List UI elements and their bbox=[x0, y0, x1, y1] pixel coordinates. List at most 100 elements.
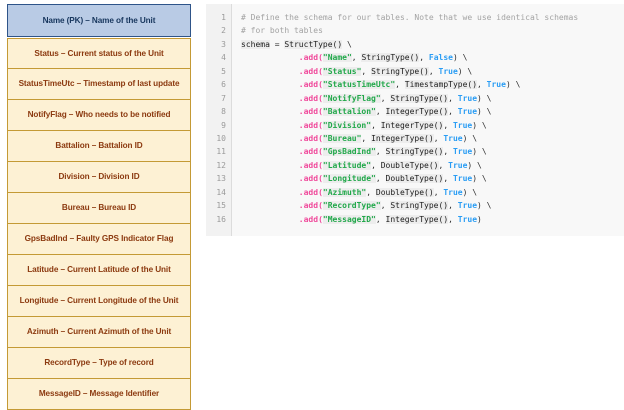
code-token-fn: .add( bbox=[298, 80, 323, 90]
schema-row-label: Azimuth – Current Azimuth of the Unit bbox=[26, 327, 172, 337]
code-line-number: 11 bbox=[216, 147, 226, 157]
code-token-plain: ) \ bbox=[472, 147, 487, 157]
code-token-plain: , bbox=[371, 120, 381, 130]
code-token-plain: ) \ bbox=[477, 201, 492, 211]
code-token-plain: = bbox=[269, 39, 285, 49]
code-line-number: 6 bbox=[221, 80, 226, 90]
code-token-type: DoubleType() bbox=[375, 187, 434, 197]
code-line: .add("Longitude", DoubleType(), True) \ bbox=[241, 172, 624, 185]
code-token-bool: True bbox=[448, 160, 468, 170]
code-token-bool: True bbox=[457, 93, 478, 103]
code-token-plain bbox=[241, 147, 299, 156]
code-token-type: IntegerType() bbox=[371, 133, 434, 143]
code-token-plain: , bbox=[375, 147, 386, 157]
code-token-plain: , bbox=[438, 160, 449, 170]
code-token-plain: , bbox=[443, 174, 453, 184]
code-token-plain: ) \ bbox=[472, 174, 487, 184]
code-token-type: IntegerType() bbox=[385, 214, 449, 224]
code-token-plain bbox=[241, 67, 299, 76]
code-token-fn: .add( bbox=[298, 187, 323, 197]
code-token-plain: , bbox=[448, 201, 458, 211]
code-token-str: "NotifyFlag" bbox=[322, 93, 381, 103]
code-token-plain bbox=[241, 94, 299, 103]
code-line: .add("Bureau", IntegerType(), True) \ bbox=[241, 132, 624, 145]
schema-table-row: Status – Current status of the Unit bbox=[7, 38, 191, 69]
code-token-plain: ) \ bbox=[462, 133, 478, 143]
code-token-bool: True bbox=[452, 120, 473, 130]
schema-table-header-row: Name (PK) – Name of the Unit bbox=[7, 4, 191, 37]
schema-table-row: Battalion – Battalion ID bbox=[7, 131, 191, 162]
code-token-str: "RecordType" bbox=[322, 201, 381, 211]
code-token-bool: True bbox=[457, 201, 478, 211]
code-token-plain: ) \ bbox=[505, 80, 521, 90]
code-line: .add("GpsBadInd", StringType(), True) \ bbox=[241, 145, 624, 158]
code-token-plain: , bbox=[477, 80, 487, 90]
code-token-type: StringType() bbox=[385, 147, 444, 157]
code-token-str: "Bureau" bbox=[322, 133, 362, 143]
schema-row-label: Status – Current status of the Unit bbox=[34, 48, 164, 58]
code-token-plain: ) \ bbox=[477, 93, 492, 103]
code-token-plain: ) \ bbox=[477, 107, 492, 117]
schema-row-label: Longitude – Current Longitude of the Uni… bbox=[19, 296, 179, 306]
code-token-bool: True bbox=[443, 133, 463, 143]
code-line: .add("Name", StringType(), False) \ bbox=[241, 51, 624, 64]
code-token-plain: ) \ bbox=[457, 66, 473, 76]
code-token-str: "Name" bbox=[322, 53, 352, 63]
schema-table-row: Division – Division ID bbox=[7, 162, 191, 193]
code-token-plain bbox=[241, 134, 299, 143]
code-token-plain bbox=[241, 80, 299, 89]
code-token-bool: True bbox=[443, 187, 463, 197]
code-token-plain: , bbox=[380, 201, 391, 211]
code-token-bool: True bbox=[486, 80, 506, 90]
schema-table-row: GpsBadInd – Faulty GPS Indicator Flag bbox=[7, 224, 191, 255]
code-token-plain bbox=[241, 174, 299, 183]
code-token-fn: .add( bbox=[298, 53, 323, 63]
code-line: .add("MessageID", IntegerType(), True) bbox=[241, 213, 624, 226]
schema-table-row: RecordType – Type of record bbox=[7, 348, 191, 379]
code-token-str: "GpsBadInd" bbox=[322, 147, 376, 157]
code-token-plain bbox=[241, 121, 299, 130]
code-line: # for both tables bbox=[241, 24, 624, 37]
code-line: .add("Division", IntegerType(), True) \ bbox=[241, 119, 624, 132]
code-token-plain: , bbox=[433, 187, 444, 197]
code-token-str: "Battalion" bbox=[322, 107, 376, 117]
schema-table-row: Azimuth – Current Azimuth of the Unit bbox=[7, 317, 191, 348]
schema-table-row: Longitude – Current Longitude of the Uni… bbox=[7, 286, 191, 317]
code-token-type: TimestampType() bbox=[404, 80, 478, 90]
schema-row-label: GpsBadInd – Faulty GPS Indicator Flag bbox=[24, 234, 174, 244]
code-token-type: DoubleType() bbox=[380, 160, 439, 170]
code-token-bool: True bbox=[457, 107, 478, 117]
code-line: .add("RecordType", StringType(), True) \ bbox=[241, 199, 624, 212]
code-token-fn: .add( bbox=[298, 147, 323, 157]
schema-row-label: NotifyFlag – Who needs to be notified bbox=[27, 110, 171, 120]
code-line-number: 4 bbox=[221, 53, 226, 63]
schema-row-label: RecordType – Type of record bbox=[44, 358, 154, 368]
code-token-plain: , bbox=[380, 93, 391, 103]
code-token-fn: .add( bbox=[298, 66, 323, 76]
code-editor-content[interactable]: # Define the schema for our tables. Note… bbox=[232, 4, 624, 236]
code-token-plain bbox=[241, 188, 299, 197]
code-token-type: IntegerType() bbox=[385, 107, 449, 117]
code-token-type: StringType() bbox=[390, 201, 449, 211]
code-token-plain: ) \ bbox=[462, 187, 478, 197]
code-line: .add("Status", StringType(), True) \ bbox=[241, 65, 624, 78]
code-line-number: 12 bbox=[216, 160, 226, 170]
code-line-number: 1 bbox=[221, 13, 226, 22]
code-token-plain: , bbox=[395, 80, 405, 90]
schema-row-label: MessageID – Message Identifier bbox=[38, 389, 160, 399]
schema-table-row: Bureau – Bureau ID bbox=[7, 193, 191, 224]
code-token-plain: , bbox=[443, 120, 453, 130]
code-token-plain: , bbox=[375, 214, 386, 224]
code-line: .add("StatusTimeUtc", TimestampType(), T… bbox=[241, 78, 624, 91]
code-token-plain: , bbox=[361, 133, 372, 143]
code-token-plain: , bbox=[351, 53, 362, 63]
code-line: .add("NotifyFlag", StringType(), True) \ bbox=[241, 92, 624, 105]
code-token-bool: True bbox=[452, 147, 473, 157]
code-line-number: 2 bbox=[221, 26, 226, 36]
code-token-str: "Latitude" bbox=[322, 160, 372, 170]
code-line-number: 15 bbox=[216, 201, 226, 211]
code-token-bool: True bbox=[452, 174, 473, 184]
code-token-str: "MessageID" bbox=[322, 214, 376, 224]
